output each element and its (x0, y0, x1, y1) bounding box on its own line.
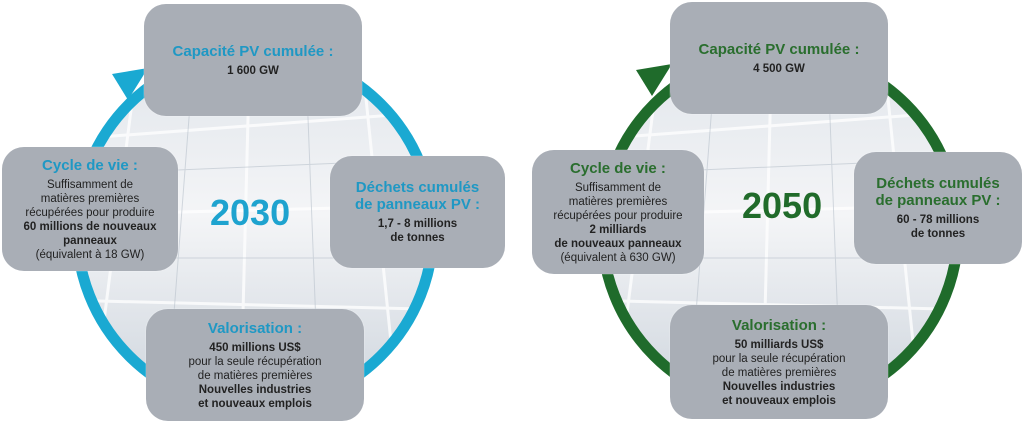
valorisation-line: pour la seule récupération (712, 352, 846, 365)
waste-value-line2: de tonnes (390, 232, 445, 244)
panel-2030: Capacité PV cumulée : 1 600 GW Déchets c… (2, 4, 505, 421)
capacity-value: 4 500 GW (753, 62, 805, 75)
lifecycle-line: (équivalent à 18 GW) (35, 248, 145, 261)
waste-value-line1: 60 - 78 millions (896, 214, 980, 226)
cycle-arrow-icon (112, 68, 148, 100)
year-label: 2050 (742, 185, 823, 226)
capacity-title: Capacité PV cumulée : (172, 42, 334, 60)
valorisation-line: 450 millions US$ (209, 341, 301, 354)
waste-box: Déchets cumulés de panneaux PV : 1,7 - 8… (330, 156, 505, 268)
valorisation-line: 50 milliards US$ (734, 338, 824, 351)
lifecycle-line: récupérées pour produire (553, 209, 683, 222)
lifecycle-line: matières premières (568, 195, 668, 208)
lifecycle-title: Cycle de vie : (570, 159, 666, 177)
waste-box: Déchets cumulés de panneaux PV : 60 - 78… (854, 152, 1022, 264)
valorisation-line: Nouvelles industries (722, 380, 836, 393)
valorisation-box: Valorisation : 50 milliards US$ pour la … (670, 305, 888, 419)
valorisation-line: de matières premières (197, 369, 313, 382)
lifecycle-box: Cycle de vie : Suffisamment de matières … (532, 150, 704, 274)
valorisation-box: Valorisation : 450 millions US$ pour la … (146, 309, 364, 421)
lifecycle-line: Suffisamment de (46, 178, 134, 191)
lifecycle-line: panneaux (63, 234, 117, 247)
capacity-box: Capacité PV cumulée : 4 500 GW (670, 2, 888, 114)
waste-title-line2: de panneaux PV : (875, 192, 1001, 209)
valorisation-line: de matières premières (721, 366, 837, 379)
lifecycle-line: 60 millions de nouveaux (23, 220, 157, 233)
lifecycle-line: Suffisamment de (574, 181, 662, 194)
lifecycle-line: récupérées pour produire (25, 206, 155, 219)
lifecycle-title: Cycle de vie : (42, 156, 138, 174)
panel-2050: Capacité PV cumulée : 4 500 GW Déchets c… (512, 0, 1024, 423)
waste-value-line2: de tonnes (910, 228, 966, 240)
valorisation-title: Valorisation : (731, 316, 827, 334)
valorisation-line: et nouveaux emplois (198, 397, 312, 410)
cycle-arrow-icon (636, 64, 672, 96)
waste-title-line2: de panneaux PV : (354, 196, 481, 213)
lifecycle-line: de nouveaux panneaux (554, 237, 682, 250)
capacity-box: Capacité PV cumulée : 1 600 GW (144, 4, 362, 116)
year-label: 2030 (210, 192, 291, 233)
lifecycle-line: matières premières (40, 192, 140, 205)
lifecycle-line: (équivalent à 630 GW) (560, 251, 676, 264)
valorisation-line: Nouvelles industries (198, 383, 312, 396)
lifecycle-line: 2 milliards (589, 223, 647, 236)
waste-value-line1: 1,7 - 8 millions (377, 218, 458, 230)
waste-title-line1: Déchets cumulés (876, 175, 1000, 192)
valorisation-line: pour la seule récupération (188, 355, 322, 368)
valorisation-line: et nouveaux emplois (722, 394, 836, 407)
waste-title-line1: Déchets cumulés (355, 179, 480, 196)
lifecycle-box: Cycle de vie : Suffisamment de matières … (2, 147, 178, 271)
capacity-value: 1 600 GW (227, 64, 279, 77)
valorisation-title: Valorisation : (207, 319, 303, 337)
capacity-title: Capacité PV cumulée : (698, 40, 860, 58)
